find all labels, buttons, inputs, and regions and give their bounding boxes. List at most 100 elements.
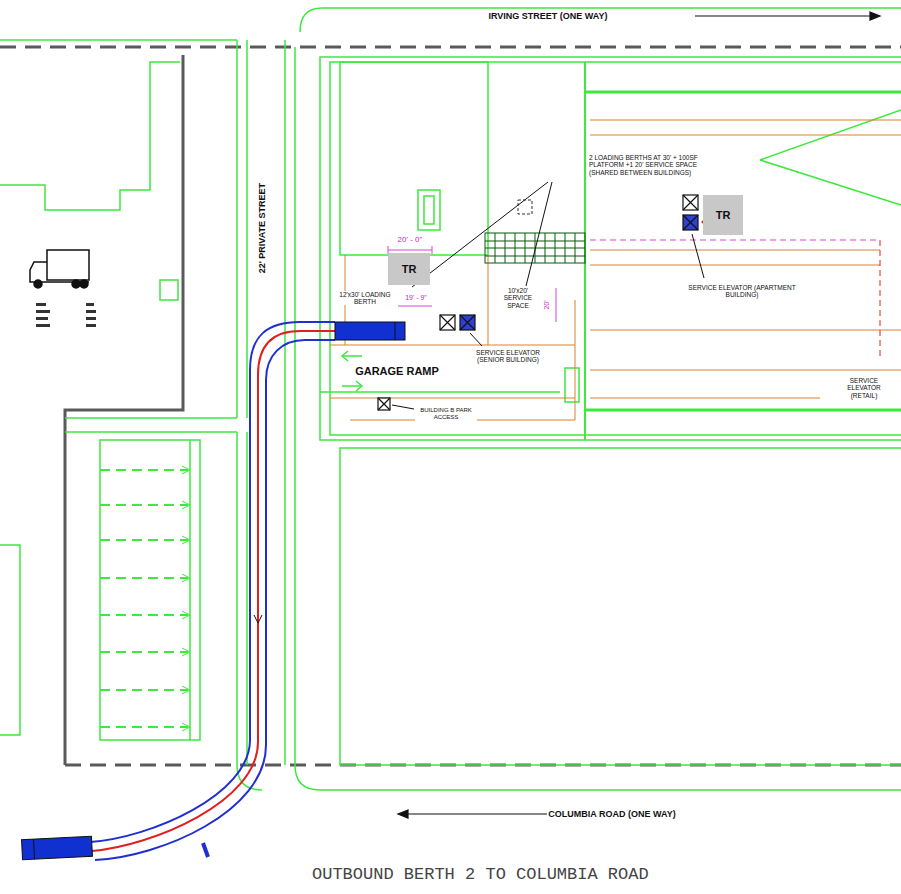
equipment-room: TR [388,253,430,285]
parking-lot [100,539,188,541]
elevator-symbol [440,315,455,330]
parking-lot [182,501,190,509]
dimension-line [388,250,432,251]
parking-lot [0,440,200,740]
parking-lot [182,648,190,656]
parking-lot [100,469,188,471]
stair-hatch [525,233,526,263]
curb-line [0,8,901,790]
curb-line [65,431,237,433]
truck-path [95,340,335,860]
building-outline [340,448,901,765]
curb-line [295,47,901,790]
parking-lot [100,504,188,506]
truck-symbol [34,280,42,288]
parking-lot [189,440,191,740]
plan-label: 12'x30' LOADING BERTH [335,291,395,306]
road-arrow [695,15,870,16]
building-outline [585,409,901,412]
plan-label: IRVING STREET (ONE WAY) [487,11,608,21]
curb-line [236,40,238,418]
ramp-arrow [356,381,362,391]
elevator-symbol [683,195,698,210]
building-outline [320,391,560,393]
plan-label: SERVICE ELEVATOR (APARTMENT BUILDING) [681,284,803,299]
road-arrow [398,12,880,818]
plan-label: 2 LOADING BERTHS AT 30' + 100SF PLATFORM… [588,154,716,176]
curb-line [246,40,248,418]
elevator-symbol [378,398,390,410]
building-outline [565,368,579,402]
ramp-arrow [342,355,362,357]
ramp-arrow [342,385,362,387]
wall-line [590,370,901,371]
truck-symbol [86,303,94,306]
dimension-line [880,240,881,360]
truck-symbol [36,317,48,320]
wall-line [488,255,489,345]
plan-label: 22' PRIVATE STREET [257,182,267,274]
truck-symbol [86,324,96,327]
truck-symbol [86,317,96,320]
dimension-line [590,240,880,241]
building-outline [424,196,434,224]
parking-lot [182,611,190,619]
truck-symbol [36,303,46,306]
parking-lot [182,466,190,474]
elevator-symbol [378,398,390,410]
stair-hatch [485,200,585,263]
truck-symbol [80,280,88,288]
stair-hatch [495,233,496,263]
property-line [0,47,901,765]
building-outline [585,91,901,94]
curb-line [0,39,237,41]
design-vehicle [22,322,405,860]
plan-label: GARAGE RAMP [354,365,440,378]
building-outline [760,160,901,205]
property-line [65,55,183,765]
design-vehicle [335,322,405,340]
truck-symbol [36,310,50,313]
stair-hatch [505,233,506,263]
road-arrow [398,810,408,818]
parking-lot [100,614,188,616]
design-vehicle [22,836,93,860]
truck-symbol [36,324,50,327]
leader-line [526,182,552,286]
plan-label: 20' - 0" [397,235,424,244]
parking-lot [100,726,188,728]
parking-lot [100,440,200,740]
plan-label: 19' - 9" [404,294,428,302]
curb-line [284,40,286,765]
stair-hatch [518,200,532,214]
dimension-line [556,288,557,322]
truck-symbol [86,310,96,313]
plan-label: 10'x20' SERVICE SPACE [495,287,541,309]
wall-line [590,250,880,251]
parking-lot [182,686,190,694]
parking-lot [182,466,190,731]
truck-path [90,322,335,860]
leader-line [692,234,704,278]
wall-line [590,135,901,136]
elevator-symbol [440,315,455,330]
elevator-symbol [378,195,710,410]
truck-path [254,615,262,623]
property-line [0,46,901,49]
parking-lot [182,723,190,731]
building-outline [330,62,901,435]
plan-label: SERVICE ELEVATOR (SENIOR BUILDING) [471,349,545,364]
elevator-symbol [460,315,475,330]
ramp-arrow [342,351,348,361]
plan-label: SERVICE ELEVATOR (RETAIL) [835,377,893,399]
curb-line [0,62,180,210]
wall-line [590,398,820,399]
design-vehicle [34,839,35,859]
curb-line [160,280,178,300]
wall-line [330,398,575,399]
plan-label: BUILDING B PARK ACCESS [415,407,477,421]
truck-path [92,331,335,851]
plan-caption: OUTBOUND BERTH 2 TO COLUMBIA ROAD [312,865,649,884]
